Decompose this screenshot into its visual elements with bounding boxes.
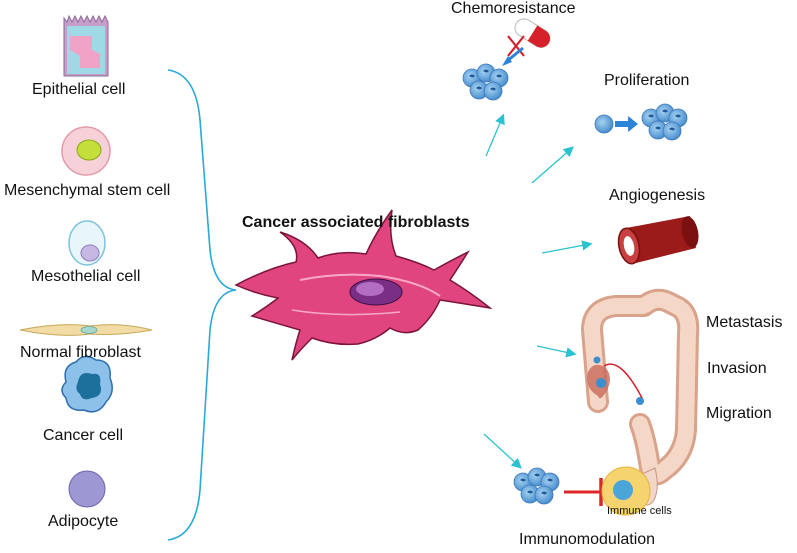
inhibition-icon [564, 478, 603, 506]
caf-cell-icon [234, 209, 493, 361]
immunomodulation-icon [513, 467, 560, 505]
source-label-adipocyte: Adipocyte [48, 513, 119, 530]
effect-label-invasion: Invasion [707, 360, 767, 377]
proliferation-icon [594, 103, 688, 141]
immune-cell-icon [601, 466, 651, 516]
caf-title: Cancer associated fibroblasts [242, 214, 470, 231]
mesothelial-cell-icon [68, 220, 106, 266]
mesenchymal-stem-cell-icon [61, 126, 111, 176]
effect-label-migration: Migration [706, 405, 772, 422]
source-label-cancer-cell: Cancer cell [43, 427, 124, 444]
arrow-to-immunomodulation [483, 433, 522, 469]
arrow-to-angiogenesis [541, 240, 593, 254]
source-label-mesenchymal-stem-cell: Mesenchymal stem cell [4, 182, 171, 199]
source-label-normal-fibroblast: Normal fibroblast [20, 344, 141, 361]
source-label-epithelial-cell: Epithelial cell [32, 81, 126, 98]
effect-label-angiogenesis: Angiogenesis [609, 187, 706, 204]
source-bracket [167, 69, 237, 541]
chemoresistance-icon [462, 18, 551, 101]
epithelial-cell-icon [63, 14, 109, 77]
arrow-to-proliferation [531, 146, 574, 184]
cancer-cell-icon [61, 355, 113, 413]
effect-label-metastasis: Metastasis [706, 314, 783, 331]
arrow-to-chemoresistance [485, 113, 505, 157]
normal-fibroblast-icon [19, 324, 153, 336]
source-label-mesothelial-cell: Mesothelial cell [31, 268, 141, 285]
effect-label-proliferation: Proliferation [604, 72, 690, 89]
effect-label-immune-cells: Immune cells [607, 505, 672, 517]
arrow-to-metastasis [536, 345, 577, 358]
effect-label-immunomodulation: Immunomodulation [519, 531, 656, 548]
blood-vessel-icon [617, 216, 699, 265]
adipocyte-icon [68, 470, 106, 508]
effect-label-chemoresistance: Chemoresistance [451, 0, 576, 17]
